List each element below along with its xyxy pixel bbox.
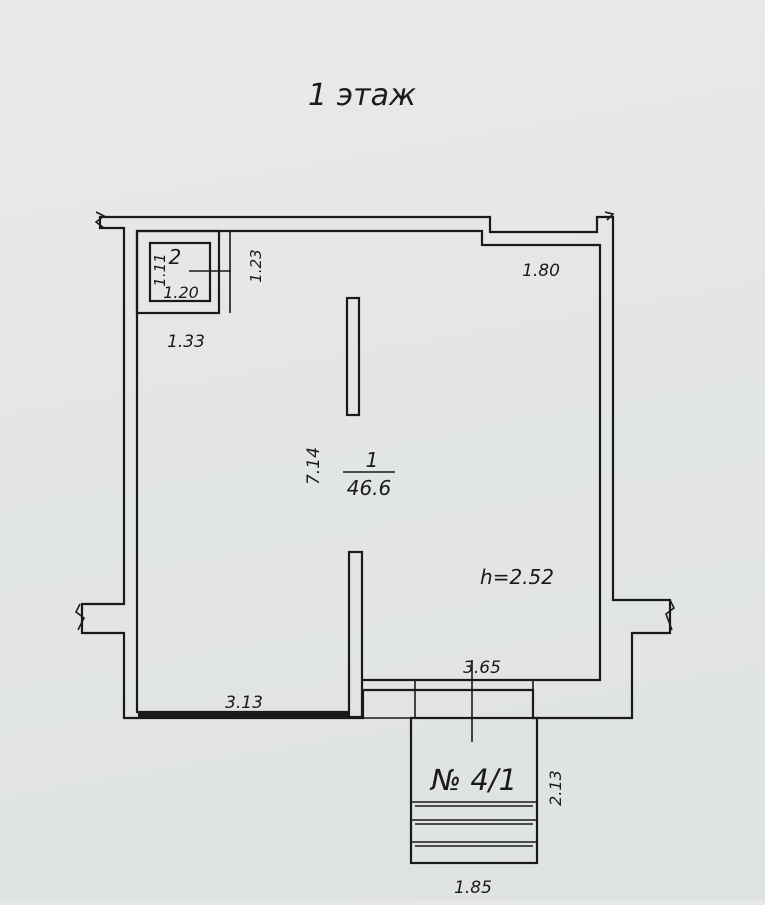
dim-bottom-left: 3.13 xyxy=(225,693,263,713)
dim-corridor-width: 1.33 xyxy=(167,332,205,352)
dim-porch-width: 1.85 xyxy=(454,878,492,898)
porch xyxy=(409,716,539,865)
dim-top-right: 1.80 xyxy=(522,261,560,281)
floor-title: 1 этаж xyxy=(308,78,416,113)
room-1-number: 1 xyxy=(366,448,379,472)
partition-upper xyxy=(345,296,361,417)
vestibule xyxy=(363,660,534,742)
room-height-label: h=2.52 xyxy=(480,565,554,589)
room-2-walls xyxy=(135,229,231,315)
dim-main-height: 7.14 xyxy=(304,447,324,485)
dim-room2-width: 1.20 xyxy=(163,283,199,302)
dim-bottom-right: 3.65 xyxy=(463,658,501,678)
partition-lower xyxy=(347,550,364,719)
dim-porch-height: 2.13 xyxy=(546,770,565,806)
porch-label: № 4/1 xyxy=(429,763,517,797)
dim-room2-height: 1.11 xyxy=(151,253,169,286)
room-1-area: 46.6 xyxy=(347,476,392,500)
room-2-number: 2 xyxy=(169,245,182,269)
dim-room2-side: 1.23 xyxy=(247,249,265,282)
